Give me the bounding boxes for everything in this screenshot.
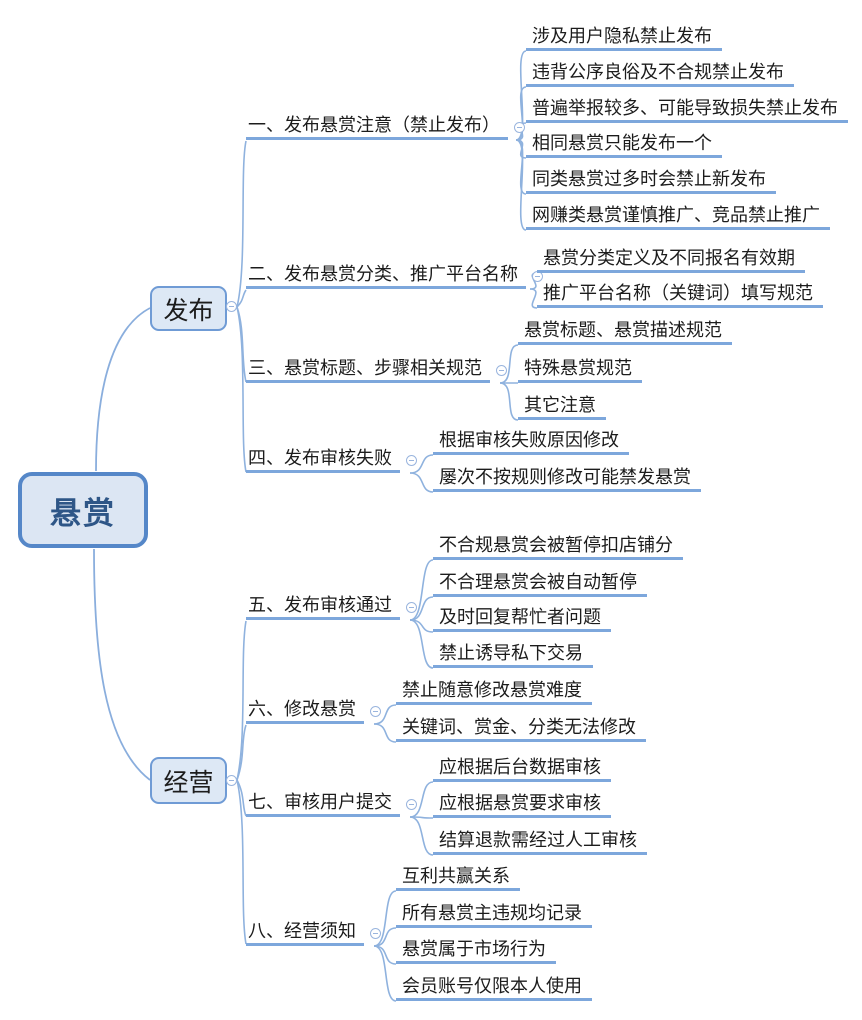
- collapse-toggle-icon[interactable]: [226, 775, 237, 786]
- leaf-node[interactable]: 其它注意: [518, 394, 606, 420]
- topic-label: 七、审核用户提交: [246, 791, 400, 817]
- topic-label: 五、发布审核通过: [246, 594, 400, 620]
- leaf-node[interactable]: 推广平台名称（关键词）填写规范: [537, 282, 823, 308]
- topic-node-8[interactable]: 八、经营须知: [246, 920, 381, 946]
- leaf-node[interactable]: 悬赏分类定义及不同报名有效期: [537, 247, 805, 273]
- leaf-node[interactable]: 所有悬赏主违规均记录: [396, 902, 592, 928]
- leaf-node[interactable]: 禁止诱导私下交易: [433, 642, 593, 668]
- topic-node-2[interactable]: 二、发布悬赏分类、推广平台名称: [246, 263, 543, 289]
- topic-node-4[interactable]: 四、发布审核失败: [246, 447, 417, 473]
- topic-label: 六、修改悬赏: [246, 698, 364, 724]
- leaf-node[interactable]: 不合规悬赏会被暂停扣店铺分: [433, 534, 683, 560]
- branch-node-publish[interactable]: 发布: [150, 286, 227, 331]
- leaf-node[interactable]: 屡次不按规则修改可能禁发悬赏: [433, 466, 701, 492]
- collapse-toggle-icon[interactable]: [496, 364, 507, 376]
- topic-label: 二、发布悬赏分类、推广平台名称: [246, 263, 526, 289]
- topic-node-1[interactable]: 一、发布悬赏注意（禁止发布）: [246, 114, 525, 140]
- root-node[interactable]: 悬赏: [18, 472, 148, 548]
- collapse-toggle-icon[interactable]: [514, 121, 525, 133]
- leaf-node[interactable]: 涉及用户隐私禁止发布: [526, 25, 722, 51]
- leaf-node[interactable]: 互利共赢关系: [396, 865, 520, 891]
- leaf-node[interactable]: 相同悬赏只能发布一个: [526, 132, 722, 158]
- leaf-node[interactable]: 同类悬赏过多时会禁止新发布: [526, 168, 776, 194]
- collapse-toggle-icon[interactable]: [406, 798, 417, 810]
- leaf-node[interactable]: 普遍举报较多、可能导致损失禁止发布: [526, 97, 848, 123]
- leaf-node[interactable]: 悬赏标题、悬赏描述规范: [518, 319, 732, 345]
- topic-node-5[interactable]: 五、发布审核通过: [246, 594, 417, 620]
- branch-node-operation[interactable]: 经营: [150, 757, 227, 804]
- topic-label: 四、发布审核失败: [246, 447, 400, 473]
- topic-label: 一、发布悬赏注意（禁止发布）: [246, 114, 508, 140]
- leaf-node[interactable]: 不合理悬赏会被自动暂停: [433, 571, 647, 597]
- collapse-toggle-icon[interactable]: [370, 705, 381, 717]
- leaf-node[interactable]: 应根据悬赏要求审核: [433, 792, 611, 818]
- leaf-node[interactable]: 根据审核失败原因修改: [433, 429, 629, 455]
- leaf-node[interactable]: 应根据后台数据审核: [433, 756, 611, 782]
- leaf-node[interactable]: 禁止随意修改悬赏难度: [396, 679, 592, 705]
- leaf-node[interactable]: 及时回复帮忙者问题: [433, 606, 611, 632]
- topic-node-6[interactable]: 六、修改悬赏: [246, 698, 381, 724]
- leaf-node[interactable]: 悬赏属于市场行为: [396, 938, 556, 964]
- leaf-node[interactable]: 特殊悬赏规范: [518, 357, 642, 383]
- collapse-toggle-icon[interactable]: [406, 601, 417, 613]
- leaf-node[interactable]: 网赚类悬赏谨慎推广、竞品禁止推广: [526, 204, 830, 230]
- leaf-node[interactable]: 结算退款需经过人工审核: [433, 829, 647, 855]
- collapse-toggle-icon[interactable]: [370, 927, 381, 939]
- topic-label: 三、悬赏标题、步骤相关规范: [246, 357, 490, 383]
- collapse-toggle-icon[interactable]: [406, 454, 417, 466]
- leaf-node[interactable]: 违背公序良俗及不合规禁止发布: [526, 61, 794, 87]
- leaf-node[interactable]: 会员账号仅限本人使用: [396, 975, 592, 1001]
- collapse-toggle-icon[interactable]: [226, 301, 237, 312]
- topic-label: 八、经营须知: [246, 920, 364, 946]
- topic-node-3[interactable]: 三、悬赏标题、步骤相关规范: [246, 357, 507, 383]
- leaf-node[interactable]: 关键词、赏金、分类无法修改: [396, 716, 646, 742]
- topic-node-7[interactable]: 七、审核用户提交: [246, 791, 417, 817]
